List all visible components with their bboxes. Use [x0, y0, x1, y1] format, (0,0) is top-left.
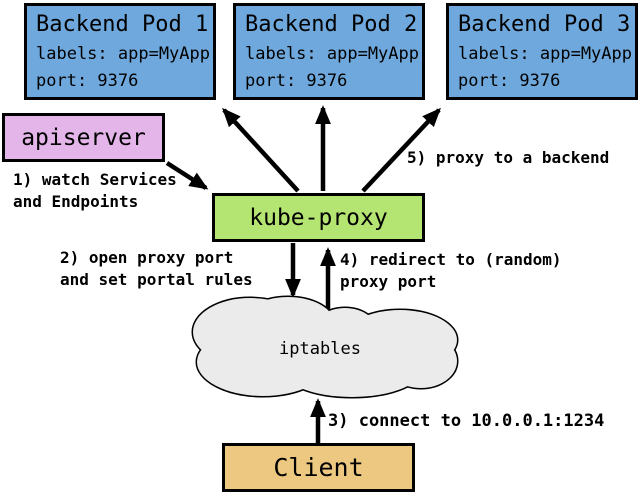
arrow-kube-proxy-to-pod3 [361, 107, 441, 193]
annotation-step3-connect: 3) connect to 10.0.0.1:1234 [328, 411, 605, 431]
backend-pod-2-title: Backend Pod 2 [245, 12, 418, 37]
kube-proxy-label: kube-proxy [249, 204, 388, 231]
arrow-kube-proxy-to-pod1 [222, 107, 300, 193]
client-label: Client [273, 453, 364, 482]
backend-pod-1-labels: labels: app=MyApp [36, 44, 210, 64]
iptables-cloud: iptables [191, 295, 459, 399]
backend-pod-2-box: Backend Pod 2 labels: app=MyApp port: 93… [233, 3, 425, 100]
backend-pod-2-port: port: 9376 [245, 71, 348, 91]
backend-pod-1-port: port: 9376 [36, 71, 139, 91]
annotation-step1-watch-services: 1) watch Services and Endpoints [13, 170, 177, 211]
backend-pod-1-box: Backend Pod 1 labels: app=MyApp port: 93… [24, 3, 216, 100]
arrow-apiserver-to-kube-proxy [165, 161, 209, 190]
annotation-step5-proxy-to-backend: 5) proxy to a backend [407, 148, 610, 167]
client-box: Client [222, 443, 415, 492]
backend-pod-3-labels: labels: app=MyApp [458, 44, 632, 64]
kube-proxy-box: kube-proxy [212, 193, 425, 242]
arrows [165, 105, 441, 444]
backend-pod-2-labels: labels: app=MyApp [245, 44, 419, 64]
backend-pod-3-port: port: 9376 [458, 71, 561, 91]
apiserver-label: apiserver [21, 124, 146, 151]
backend-pod-1-title: Backend Pod 1 [36, 12, 209, 37]
backend-pod-3-box: Backend Pod 3 labels: app=MyApp port: 93… [446, 3, 638, 100]
annotation-step2-open-proxy-port: 2) open proxy port and set portal rules [60, 248, 253, 289]
backend-pod-3-title: Backend Pod 3 [458, 12, 631, 37]
annotation-step4-redirect: 4) redirect to (random) proxy port [340, 250, 562, 291]
apiserver-box: apiserver [2, 113, 165, 162]
iptables-label: iptables [279, 339, 361, 359]
